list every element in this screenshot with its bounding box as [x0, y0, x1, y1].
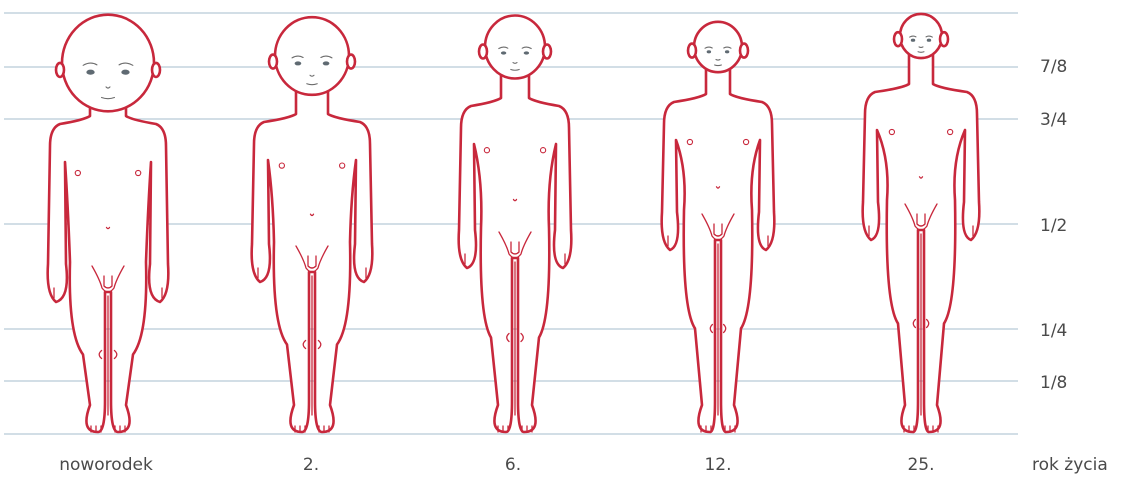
- ear: [688, 44, 696, 58]
- eye: [927, 39, 931, 42]
- age-label-12: 12.: [704, 455, 731, 475]
- eye: [707, 50, 711, 53]
- proportion-label-1-4: 1/4: [1040, 321, 1067, 341]
- eye: [323, 61, 330, 65]
- age-label-25: 25.: [907, 455, 934, 475]
- proportion-label-1-8: 1/8: [1040, 373, 1067, 393]
- head-outline: [62, 15, 154, 112]
- nose: [716, 59, 720, 60]
- ear: [740, 44, 748, 58]
- ear: [940, 32, 948, 46]
- ear: [479, 45, 487, 59]
- eye: [524, 51, 529, 54]
- age-label-6: 6.: [505, 455, 521, 475]
- head-outline: [694, 22, 742, 72]
- age-label-2: 2.: [303, 455, 319, 475]
- eye: [501, 51, 506, 54]
- ear: [347, 55, 355, 69]
- proportion-label-7-8: 7/8: [1040, 57, 1067, 77]
- axis-label-age: rok życia: [1032, 455, 1108, 475]
- proportion-label-3-4: 3/4: [1040, 110, 1067, 130]
- figure-age-25: [863, 14, 980, 432]
- ear: [269, 55, 277, 69]
- head-outline: [275, 17, 349, 95]
- age-label-newborn: noworodek: [59, 455, 153, 475]
- eye: [911, 39, 915, 42]
- head-outline: [485, 16, 545, 79]
- nose: [919, 47, 923, 48]
- figure-age-12: [662, 22, 775, 432]
- ear: [152, 63, 160, 77]
- ear: [56, 63, 64, 77]
- mouth: [918, 52, 924, 53]
- ear: [543, 45, 551, 59]
- eye: [725, 50, 729, 53]
- eye: [121, 70, 129, 75]
- mouth: [715, 65, 722, 66]
- eye: [295, 61, 302, 65]
- figure-age-6: [459, 16, 572, 433]
- figure-newborn: [48, 15, 169, 432]
- ear: [894, 32, 902, 46]
- eye: [86, 70, 94, 75]
- figure-age-2: [252, 17, 373, 432]
- figures: [48, 14, 980, 432]
- head-outline: [900, 14, 942, 58]
- proportion-label-1-2: 1/2: [1040, 216, 1067, 236]
